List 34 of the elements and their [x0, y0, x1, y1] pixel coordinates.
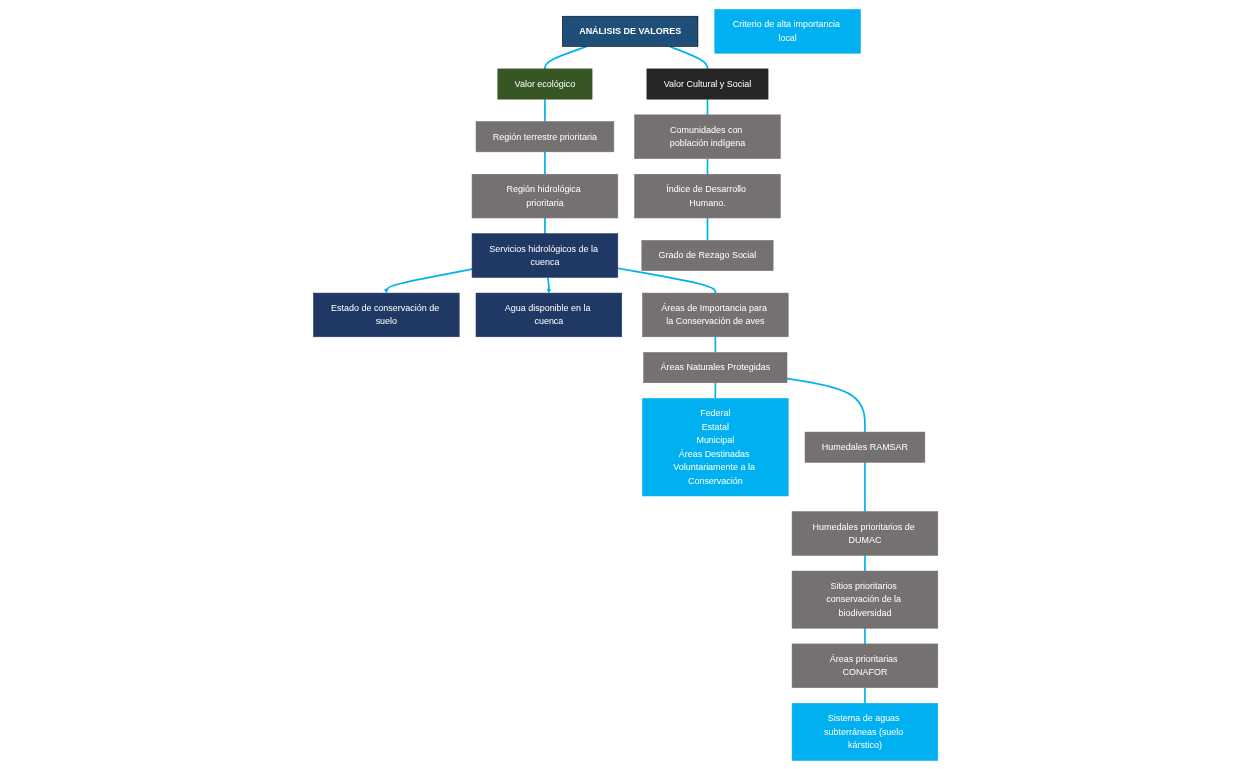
connector: [616, 266, 717, 294]
node-box: Comunidades con población indígena: [634, 114, 781, 159]
connector: [543, 216, 546, 234]
connector: [543, 45, 588, 70]
node-box: ANÁLISIS DE VALORES: [561, 15, 699, 47]
connector: [706, 216, 709, 241]
node-box: Federal Estatal Municipal Áreas Destinadas Voluntariamente a la Conservación: [642, 397, 789, 496]
connector: [543, 150, 546, 175]
connector: [863, 461, 866, 512]
node-box: Humedales RAMSAR: [804, 431, 925, 463]
connector: [863, 626, 866, 645]
arrow: [546, 276, 552, 293]
node-box: Valor ecológico: [497, 68, 593, 99]
node-box: Grado de Rezago Social: [641, 239, 774, 271]
connector: [863, 686, 866, 704]
node-box: Región hidrológica prioritaria: [471, 173, 618, 218]
node-box: Valor Cultural y Social: [646, 68, 769, 99]
node-box: Sitios prioritarios conservación de la biodiversidad: [791, 570, 938, 628]
arrow: [383, 267, 473, 293]
connector: [863, 554, 866, 572]
connector: [786, 377, 866, 433]
node-box: Región terrestre prioritaria: [475, 120, 614, 152]
node-box: Áreas Naturales Protegidas: [643, 351, 788, 383]
node-box: Áreas de Importancia para la Conservación de aves: [642, 292, 789, 337]
node-box: Estado de conservación de suelo: [313, 292, 460, 337]
node-box: Índice de Desarrollo Humano.: [634, 173, 781, 218]
node-box: Criterio de alta importancia local: [714, 8, 861, 53]
node-box: Servicios hidrológicos de la cuenca: [471, 232, 618, 278]
connector: [668, 45, 709, 70]
node-box: Sistema de aguas subterráneas (suelo kárstico): [791, 702, 938, 761]
node-box: Humedales prioritarios de DUMAC: [791, 510, 938, 556]
node-box: Agua disponible en la cuenca: [475, 292, 622, 337]
node-box: Áreas prioritarias CONAFOR: [791, 643, 938, 688]
connector: [543, 97, 546, 122]
